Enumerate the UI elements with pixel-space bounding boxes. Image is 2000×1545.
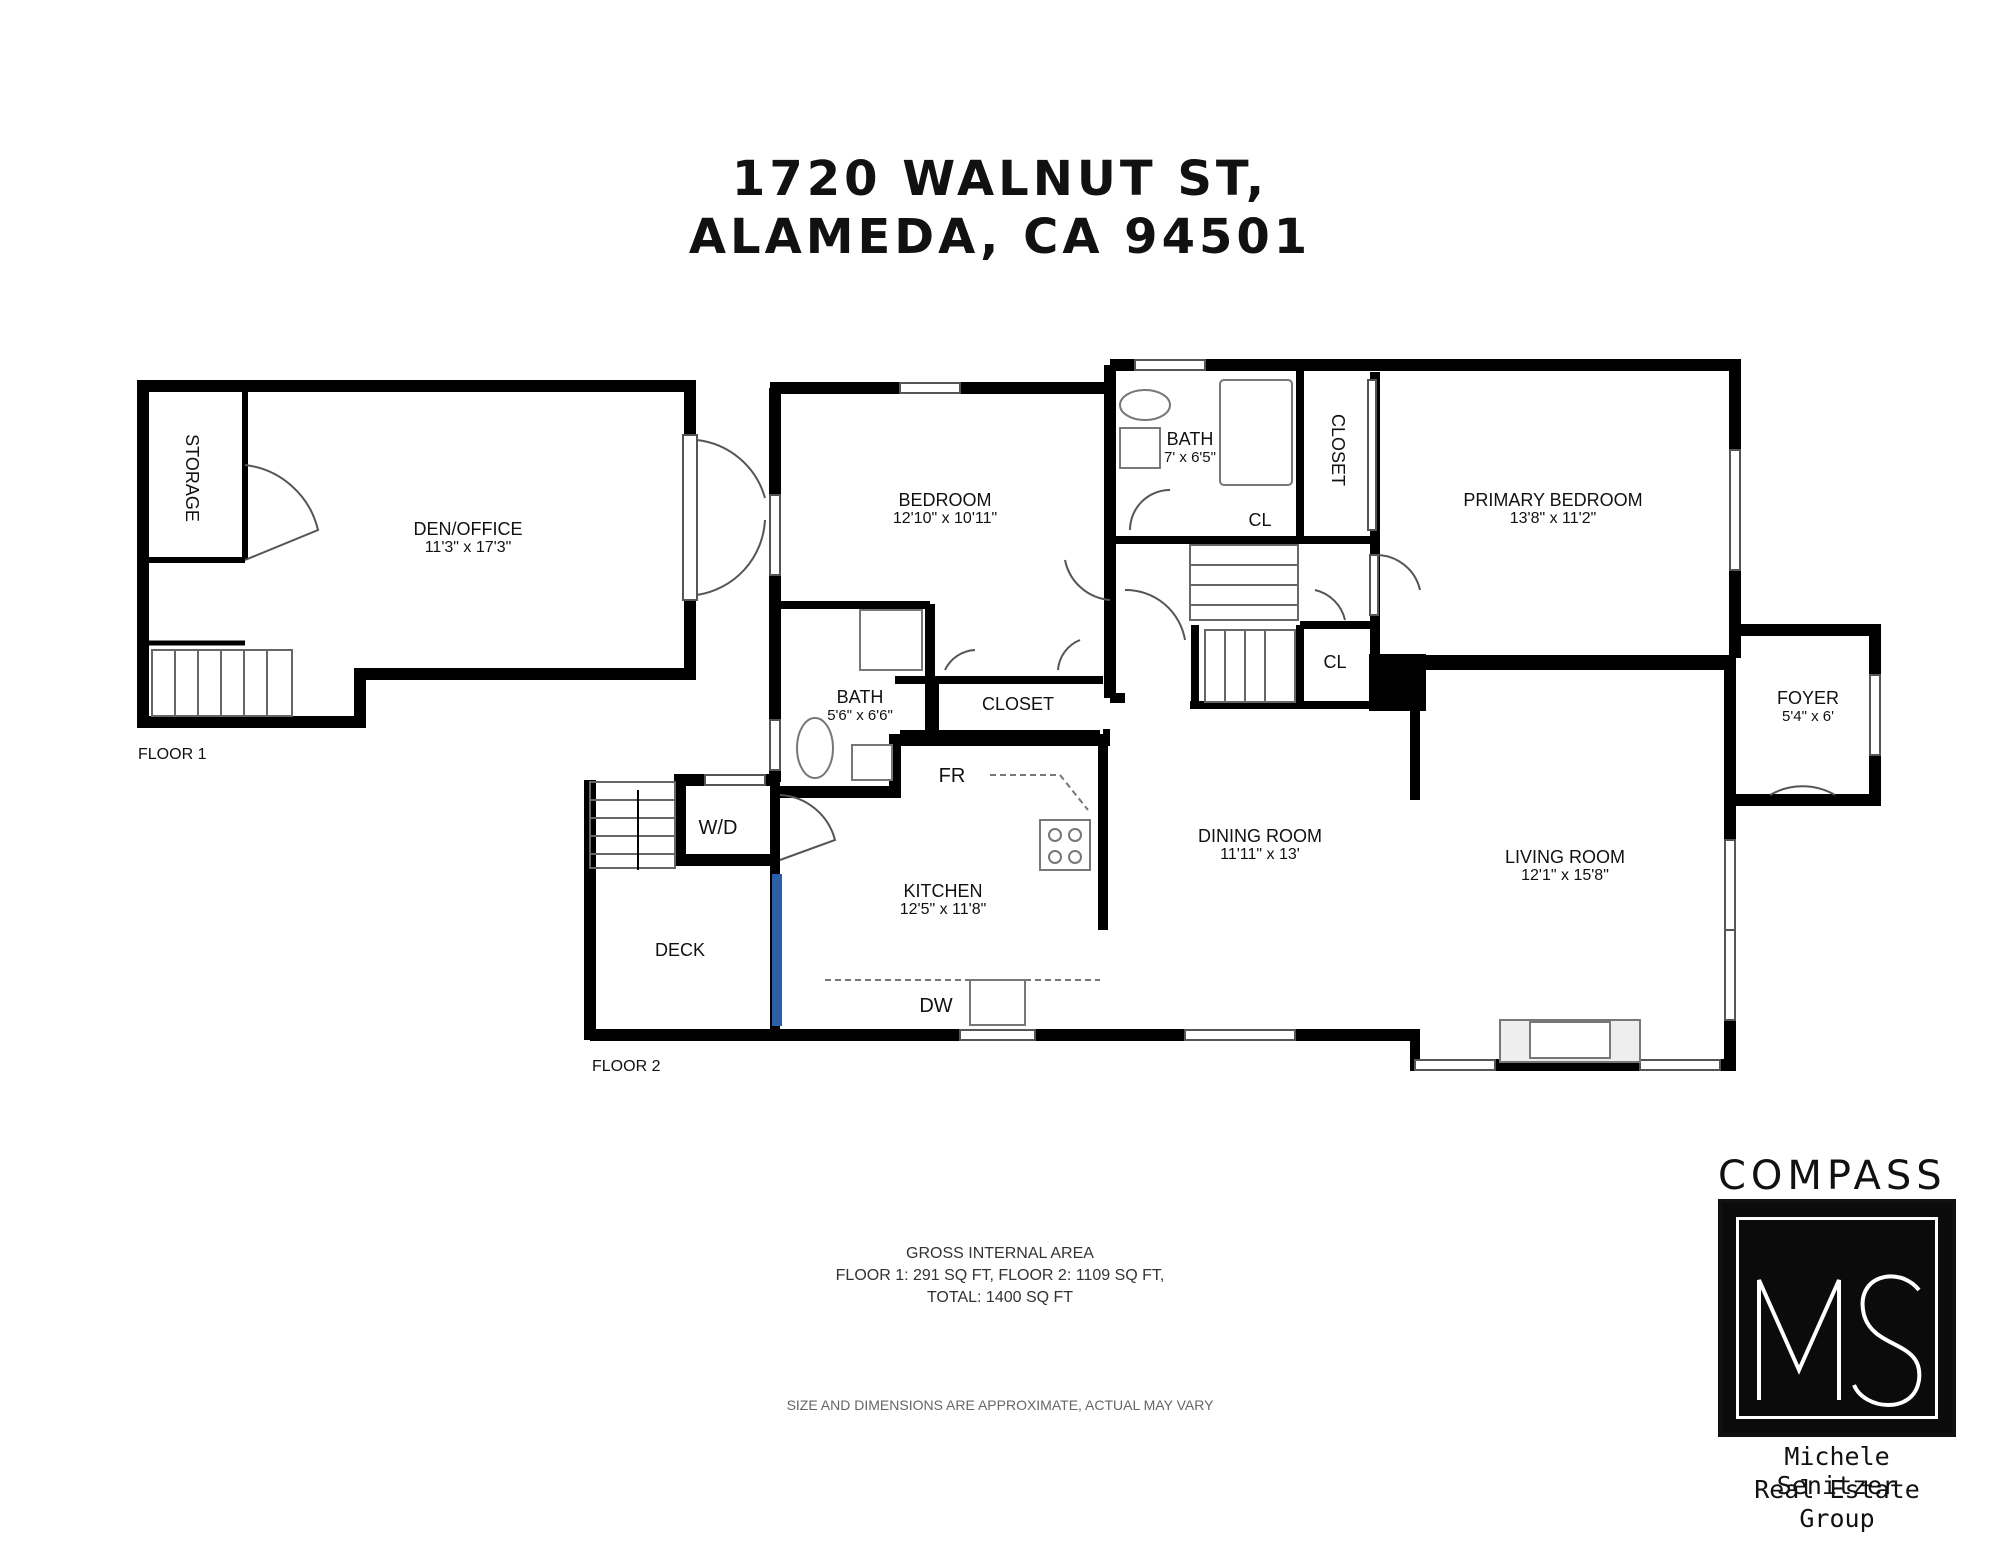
floor-1-walls (137, 380, 696, 728)
room-dims-bedroom: 12'10" x 10'11" (893, 510, 997, 527)
room-label-foyer: FOYER (1777, 688, 1839, 708)
room-label-storage: STORAGE (182, 434, 202, 522)
room-label-fr: FR (939, 765, 966, 787)
floor-2-label: FLOOR 2 (592, 1058, 661, 1075)
room-dims-foyer: 5'4" x 6' (1782, 708, 1834, 725)
room-label-deck: DECK (655, 940, 705, 960)
floor-2-windows (704, 359, 1881, 1071)
room-label-dining-room: DINING ROOM (1198, 826, 1322, 846)
room-dims-bath-lower: 5'6" x 6'6" (827, 707, 893, 724)
ms-monogram-logo (1718, 1199, 1956, 1437)
compass-logo-wordmark: COMPASS (1718, 1153, 1947, 1199)
room-label-bath-upper: BATH (1167, 429, 1214, 449)
agent-name-line-2: Real Estate Group (1754, 1475, 1920, 1533)
floor-2-doors (772, 489, 1836, 1026)
agent-name-line-1: Michele Senitzer (1776, 1442, 1898, 1500)
floor-2-stairs (589, 544, 1299, 870)
room-label-cl-1: CL (1248, 510, 1271, 530)
floor-1-stairs (151, 649, 293, 717)
area-floors: FLOOR 1: 291 SQ FT, FLOOR 2: 1109 SQ FT, (835, 1267, 1165, 1284)
room-label-dw: DW (919, 995, 952, 1017)
disclaimer: SIZE AND DIMENSIONS ARE APPROXIMATE, ACT… (786, 1397, 1214, 1413)
room-dims-primary-bedroom: 13'8" x 11'2" (1510, 510, 1597, 527)
room-dims-dining-room: 11'11" x 13' (1220, 846, 1300, 863)
floor-1-doors (244, 434, 766, 601)
floor-2-fixtures (796, 379, 1641, 1063)
room-label-closet-upper: CLOSET (1328, 414, 1348, 486)
room-label-den-office: DEN/OFFICE (413, 519, 522, 539)
area-total: TOTAL: 1400 SQ FT (926, 1289, 1074, 1306)
room-label-wd: W/D (699, 817, 738, 839)
gross-internal-area: GROSS INTERNAL AREA FLOOR 1: 291 SQ FT, … (700, 1243, 1300, 1309)
room-label-kitchen: KITCHEN (903, 881, 982, 901)
room-label-primary-bedroom: PRIMARY BEDROOM (1463, 490, 1642, 510)
floor-1-label: FLOOR 1 (138, 746, 207, 763)
room-dims-den-office: 11'3" x 17'3" (425, 539, 512, 556)
address-line-2: ALAMEDA, CA 94501 (688, 209, 1312, 265)
room-dims-bath-upper: 7' x 6'5" (1164, 449, 1216, 466)
room-dims-living-room: 12'1" x 15'8" (1521, 867, 1609, 884)
room-label-living-room: LIVING ROOM (1505, 847, 1625, 867)
room-label-cl-2: CL (1323, 652, 1346, 672)
room-label-bath-lower: BATH (837, 687, 884, 707)
room-label-bedroom: BEDROOM (898, 490, 991, 510)
address-line-1: 1720 WALNUT ST, (731, 151, 1269, 207)
room-label-closet-lower: CLOSET (982, 694, 1054, 714)
room-dims-kitchen: 12'5" x 11'8" (900, 901, 987, 918)
area-heading: GROSS INTERNAL AREA (906, 1245, 1094, 1262)
ms-monogram-icon (1757, 1274, 1922, 1407)
